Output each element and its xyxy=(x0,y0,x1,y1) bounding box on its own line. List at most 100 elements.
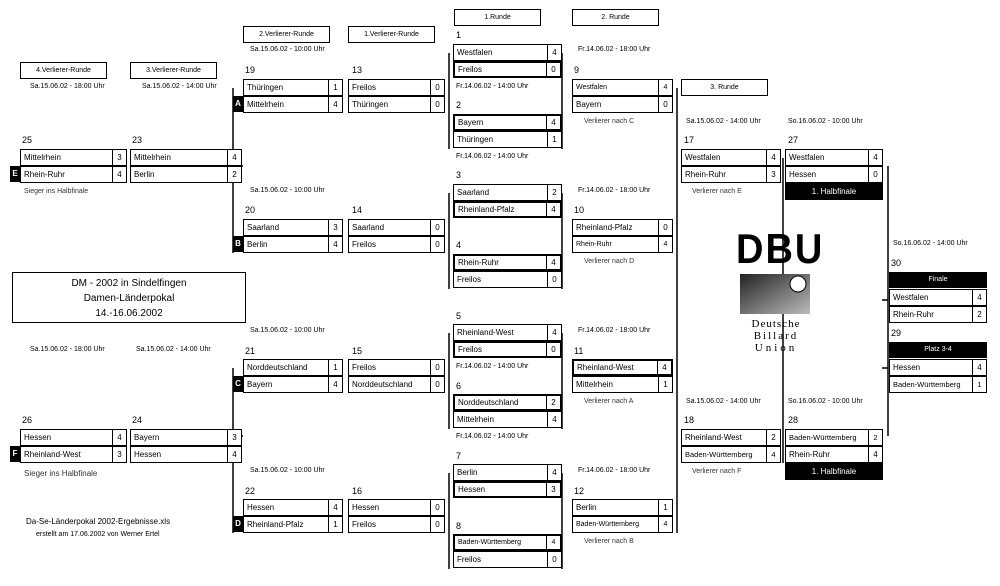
date-r1-m3: Fr.14.06.02 - 14:00 Uhr xyxy=(456,153,529,160)
created-note: erstellt am 17.06.2002 von Werner Ertel xyxy=(36,531,160,538)
label-loser-round-3: 3.Verlierer-Runde xyxy=(130,62,217,79)
date-loser2-22: Sa.15.06.02 - 10:00 Uhr xyxy=(250,467,325,474)
match-number: 25 xyxy=(22,135,33,145)
date-loser3-top: Sa.15.06.02 - 14:00 Uhr xyxy=(142,83,217,90)
date-r1-m6: Fr.14.06.02 - 14:00 Uhr xyxy=(456,363,529,370)
match-number: 23 xyxy=(132,135,143,145)
title-line-3: 14.-16.06.2002 xyxy=(95,308,163,319)
match-number: 1 xyxy=(456,30,462,40)
label-round-3: 3. Runde xyxy=(681,79,768,96)
date-r2-m12: Fr.14.06.02 - 18:00 Uhr xyxy=(578,467,651,474)
bracket-tag-b: B xyxy=(233,236,243,252)
dbu-logo-text: DBU xyxy=(736,226,825,274)
date-17: Sa.15.06.02 - 14:00 Uhr xyxy=(686,118,761,125)
label-loser-round-1: 1.Verlierer-Runde xyxy=(348,26,435,43)
date-r2-m11: Fr.14.06.02 - 18:00 Uhr xyxy=(578,327,651,334)
match-number: 19 xyxy=(245,65,256,75)
match-number: 30 xyxy=(891,258,902,268)
match-number: 14 xyxy=(352,205,363,215)
semifinal-label: 1. Halbfinale xyxy=(785,183,883,200)
match-number: 5 xyxy=(456,311,462,321)
match-number: 18 xyxy=(684,415,695,425)
winner-note: Sieger ins Halbfinale xyxy=(24,469,98,478)
match-number: 16 xyxy=(352,486,363,496)
date-30: So.16.06.02 - 14:00 Uhr xyxy=(893,240,968,247)
match-number: 27 xyxy=(788,135,799,145)
bracket-tag-d: D xyxy=(233,516,243,532)
date-r1-m2: Fr.14.06.02 - 14:00 Uhr xyxy=(456,83,529,90)
winner-note: Sieger ins Halbfinale xyxy=(24,188,89,195)
date-loser4-bot: Sa.15.06.02 - 18:00 Uhr xyxy=(30,346,105,353)
date-loser2-top: Sa.15.06.02 - 10:00 Uhr xyxy=(250,46,325,53)
date-r2-m9: Fr.14.06.02 - 18:00 Uhr xyxy=(578,46,651,53)
date-loser2-21: Sa.15.06.02 - 10:00 Uhr xyxy=(250,327,325,334)
match-number: 15 xyxy=(352,346,363,356)
match-number: 28 xyxy=(788,415,799,425)
label-round-1: 1.Runde xyxy=(454,9,541,26)
match-number: 11 xyxy=(574,346,584,356)
match-number: 13 xyxy=(352,65,363,75)
loser-note: Verlierer nach B xyxy=(584,538,634,545)
date-loser3-bot: Sa.15.06.02 - 14:00 Uhr xyxy=(136,346,211,353)
date-r2-m10: Fr.14.06.02 - 18:00 Uhr xyxy=(578,187,651,194)
match-number: 10 xyxy=(574,205,585,215)
date-18: Sa.15.06.02 - 14:00 Uhr xyxy=(686,398,761,405)
date-loser4-top: Sa.15.06.02 - 18:00 Uhr xyxy=(30,83,105,90)
title-box: DM - 2002 in Sindelfingen Damen-Länderpo… xyxy=(12,272,246,323)
loser-note: Verlierer nach E xyxy=(692,188,742,195)
label-loser-round-2: 2.Verlierer-Runde xyxy=(243,26,330,43)
match-number: 17 xyxy=(684,135,695,145)
third-place-label: Platz 3-4 xyxy=(889,342,987,358)
logo-line: Union xyxy=(754,342,798,354)
label-loser-round-4: 4.Verlierer-Runde xyxy=(20,62,107,79)
match-number: 22 xyxy=(245,486,256,496)
title-line-1: DM - 2002 in Sindelfingen xyxy=(71,278,187,289)
match-number: 29 xyxy=(891,328,902,338)
match-number: 26 xyxy=(22,415,33,425)
match-number: 2 xyxy=(456,100,462,110)
match-number: 4 xyxy=(456,240,462,250)
billiard-ball-icon xyxy=(740,274,810,314)
match-number: 20 xyxy=(245,205,256,215)
